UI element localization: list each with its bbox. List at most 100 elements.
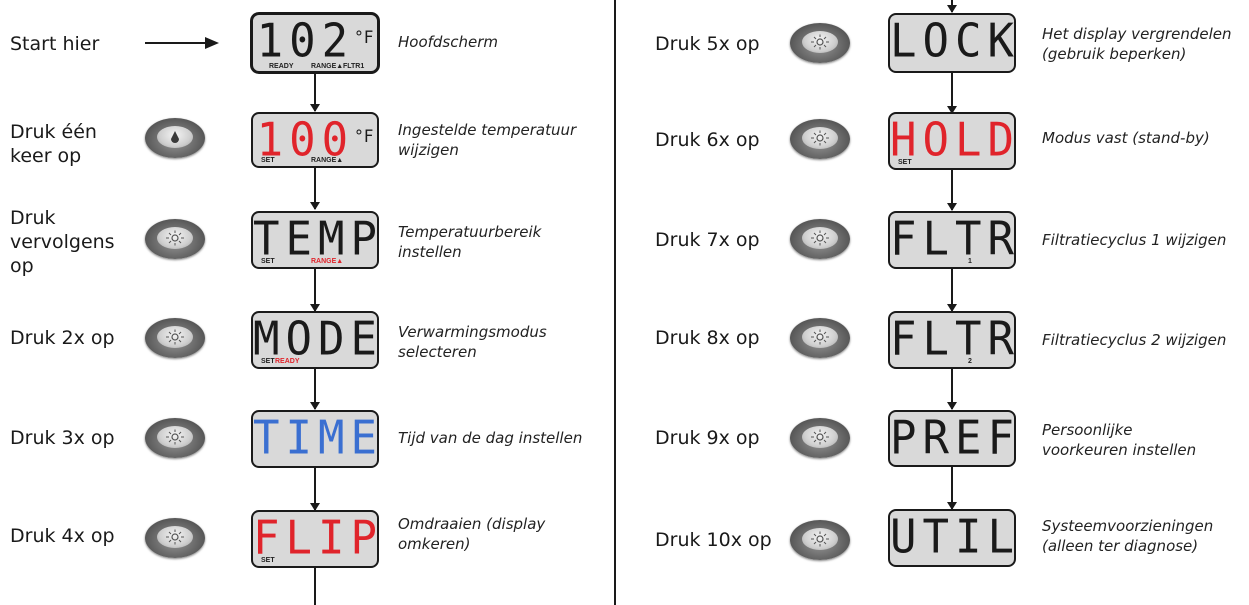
lcd-flip: FLIP SET xyxy=(251,510,379,568)
lcd-value: FLTR xyxy=(890,212,1016,267)
connector-line xyxy=(314,568,316,605)
indicator-set: SET xyxy=(261,157,275,164)
connector-line xyxy=(314,167,316,209)
button-light[interactable] xyxy=(790,23,850,63)
step-action-label: Druk 2x op xyxy=(10,327,115,349)
light-icon xyxy=(811,329,829,345)
connector-line xyxy=(314,467,316,510)
lcd-unit: °F xyxy=(354,126,374,147)
indicator-cycle: 1 xyxy=(968,258,972,265)
lcd-lock: LOCK xyxy=(888,13,1016,73)
step-description: Temperatuurbereik instellen xyxy=(398,223,542,261)
lcd-value: TEMP xyxy=(253,212,379,267)
step-action-label: Druk 10x op xyxy=(655,529,772,551)
connector-arrow xyxy=(947,203,957,211)
connector-arrow xyxy=(310,202,320,210)
connector-arrow xyxy=(310,104,320,112)
lcd-temp-range: TEMP SET RANGE▲ xyxy=(251,211,379,269)
step-action-label: Druk 7x op xyxy=(655,229,760,251)
light-icon xyxy=(811,34,829,50)
lcd-value: LOCK xyxy=(890,14,1016,69)
button-light[interactable] xyxy=(145,518,205,558)
lcd-value: PREF xyxy=(890,411,1016,466)
lcd-value: UTIL xyxy=(890,510,1016,565)
step-description: Het display vergrendelen (gebruik beperk… xyxy=(1042,25,1232,63)
button-light[interactable] xyxy=(790,219,850,259)
connector-arrow xyxy=(310,503,320,511)
connector-line xyxy=(951,72,953,113)
lcd-value: FLTR xyxy=(890,312,1016,367)
step-action-label: Druk 6x op xyxy=(655,129,760,151)
indicator-ready: READY xyxy=(269,63,294,70)
indicator-cycle: 2 xyxy=(968,358,972,365)
step-description: Filtratiecyclus 1 wijzigen xyxy=(1042,231,1227,249)
lcd-time: TIME xyxy=(251,410,379,468)
start-label: Start hier xyxy=(10,33,100,55)
lcd-main-screen: 102°F READY RANGE▲ FLTR1 xyxy=(250,12,380,74)
button-light[interactable] xyxy=(790,418,850,458)
button-light[interactable] xyxy=(790,318,850,358)
light-icon xyxy=(166,230,184,246)
step-description: Omdraaien (display omkeren) xyxy=(398,515,546,553)
step-description: Modus vast (stand-by) xyxy=(1042,129,1210,147)
indicator-range: RANGE▲ xyxy=(311,258,344,265)
button-drop[interactable] xyxy=(145,118,205,158)
button-light[interactable] xyxy=(145,418,205,458)
connector-arrow xyxy=(947,304,957,312)
lcd-filter-1: FLTR 1 xyxy=(888,211,1016,269)
indicator-fltr1: FLTR1 xyxy=(343,63,365,70)
step-description: Ingestelde temperatuur wijzigen xyxy=(398,121,577,159)
button-light[interactable] xyxy=(790,119,850,159)
light-icon xyxy=(811,429,829,445)
connector-arrow xyxy=(310,304,320,312)
lcd-hold: HOLD SET xyxy=(888,112,1016,170)
lcd-unit: °F xyxy=(354,27,374,48)
light-icon xyxy=(811,230,829,246)
lcd-value: MODE xyxy=(253,312,379,367)
step-action-label: Druk 4x op xyxy=(10,525,115,547)
connector-line xyxy=(951,466,953,509)
lcd-value: HOLD xyxy=(890,113,1016,168)
step-description: Persoonlijke voorkeuren instellen xyxy=(1042,421,1197,459)
connector-line xyxy=(951,169,953,210)
step-description: Filtratiecyclus 2 wijzigen xyxy=(1042,331,1227,349)
indicator-range: RANGE▲ xyxy=(311,63,344,70)
connector-arrow xyxy=(310,402,320,410)
step-description: Verwarmingsmodus selecteren xyxy=(398,323,547,361)
connector-arrow xyxy=(947,402,957,410)
button-light[interactable] xyxy=(790,520,850,560)
step-action-label: Druk 9x op xyxy=(655,427,760,449)
light-icon xyxy=(166,529,184,545)
lcd-filter-2: FLTR 2 xyxy=(888,311,1016,369)
light-icon xyxy=(166,429,184,445)
connector-line xyxy=(314,268,316,311)
lcd-set-temperature: 100°F SET RANGE▲ xyxy=(251,112,379,168)
lcd-utilities: UTIL xyxy=(888,509,1016,567)
connector-line xyxy=(951,368,953,409)
step-action-label: Druk 8x op xyxy=(655,327,760,349)
connector-line xyxy=(951,268,953,311)
connector-arrow xyxy=(947,5,957,13)
drop-icon xyxy=(171,131,179,143)
step-description: Tijd van de dag instellen xyxy=(398,429,583,447)
lcd-value: 100 xyxy=(256,113,355,168)
light-icon xyxy=(166,329,184,345)
step-action-label: Druk 5x op xyxy=(655,33,760,55)
step-description: Hoofdscherm xyxy=(398,33,499,51)
indicator-range: RANGE▲ xyxy=(311,157,344,164)
start-arrow xyxy=(145,37,219,49)
lcd-value: FLIP xyxy=(253,511,379,566)
button-light[interactable] xyxy=(145,318,205,358)
indicator-set: SET xyxy=(261,258,275,265)
button-light[interactable] xyxy=(145,219,205,259)
connector-arrow xyxy=(947,106,957,114)
step-action-label: Druk 3x op xyxy=(10,427,115,449)
column-divider xyxy=(614,0,616,605)
connector-line xyxy=(314,368,316,409)
light-icon xyxy=(811,130,829,146)
lcd-heat-mode: MODE SET READY xyxy=(251,311,379,369)
indicator-set: SET xyxy=(261,358,275,365)
step-description: Systeemvoorzieningen (alleen ter diagnos… xyxy=(1042,517,1214,555)
lcd-value: TIME xyxy=(253,411,379,466)
connector-arrow xyxy=(947,502,957,510)
